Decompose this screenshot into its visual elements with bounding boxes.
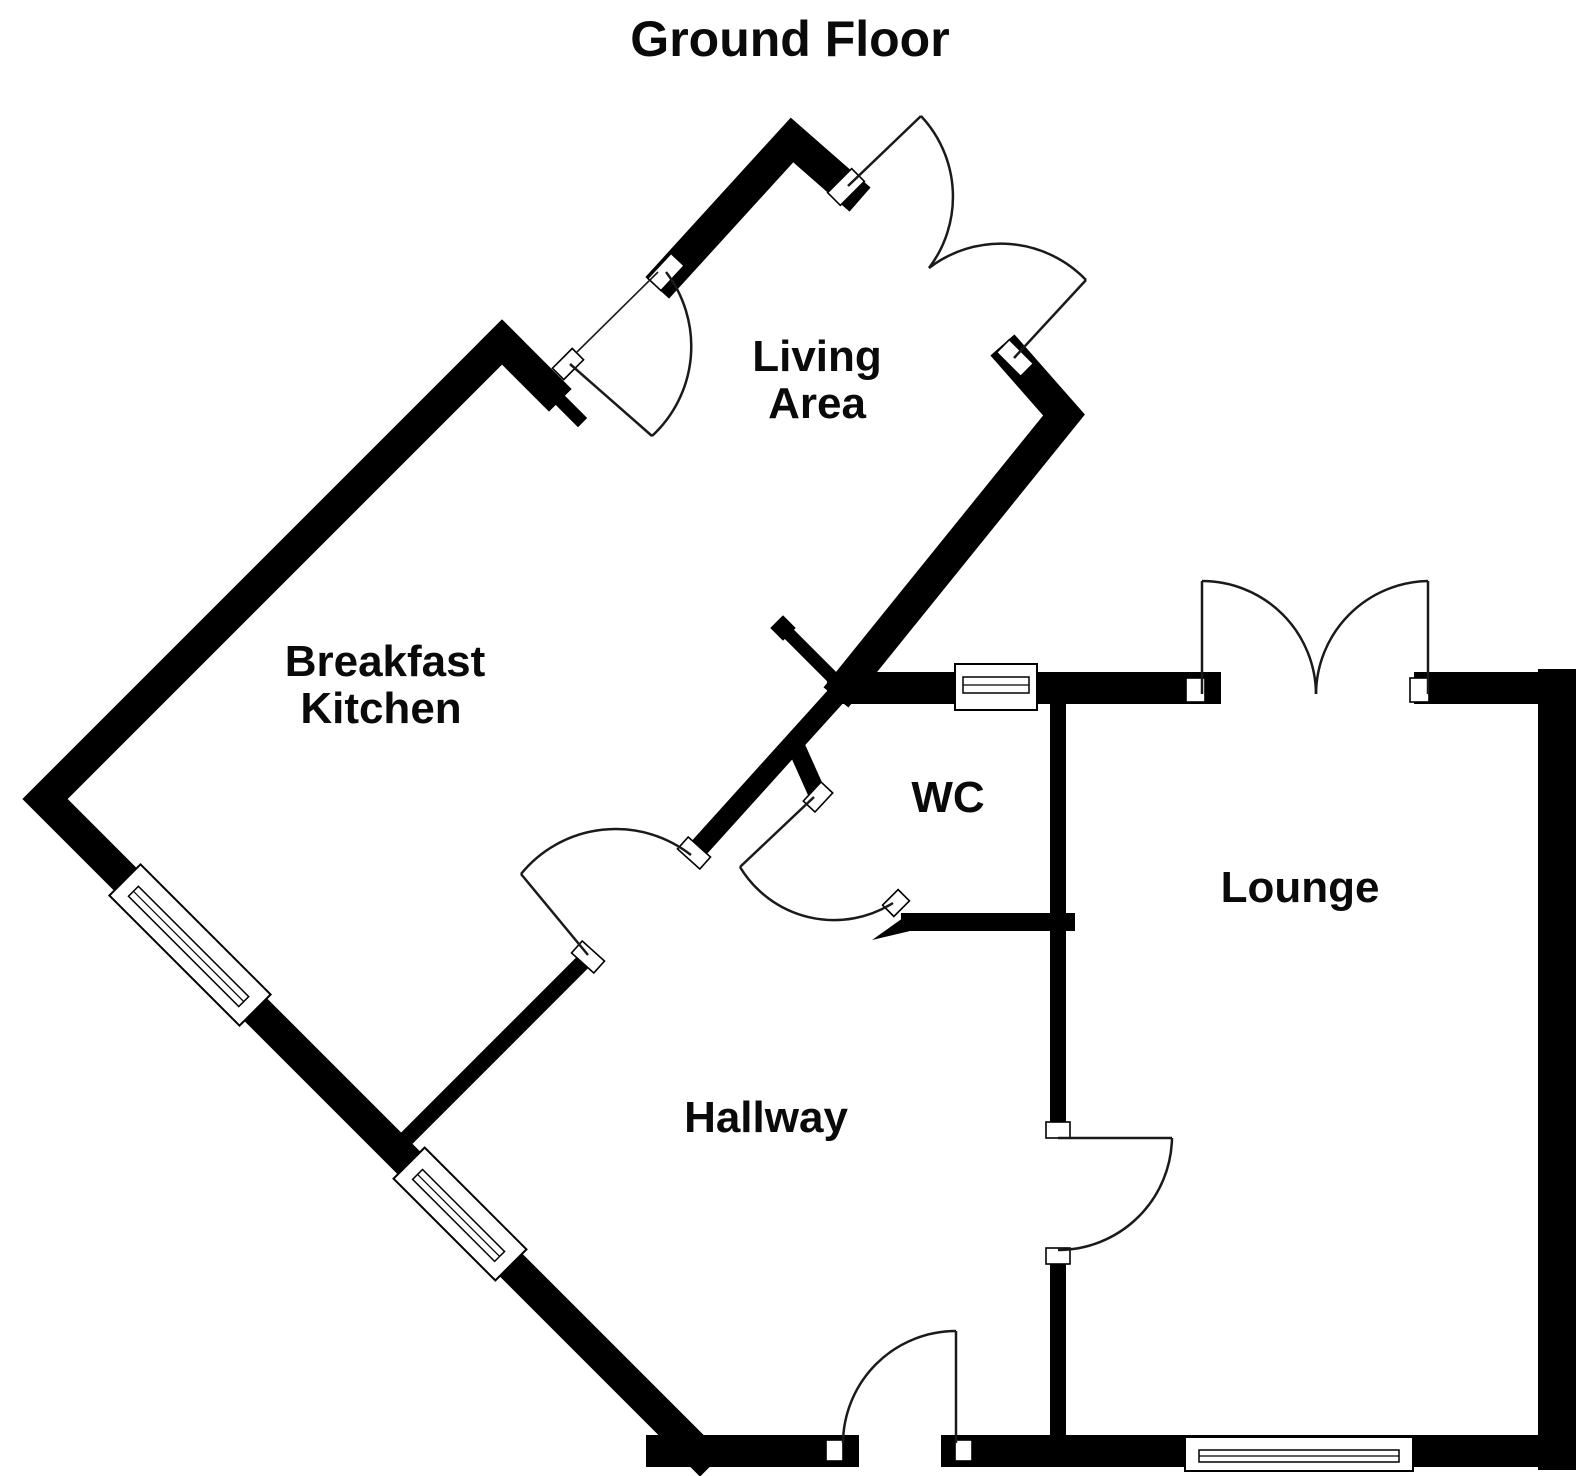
jamb-lounge-french-left (1185, 677, 1206, 703)
front-door (841, 1329, 958, 1444)
kitchen-hallway-door (520, 827, 692, 956)
jamb-wc-bottom (881, 888, 911, 918)
jamb-kitchen-arm (551, 347, 585, 381)
jamb-lounge-door-upper (1045, 1121, 1071, 1139)
lounge-hallway-door (1057, 1136, 1174, 1252)
wall-kitchen-hall-upper (682, 670, 861, 865)
plan-title: Ground Floor (630, 11, 949, 67)
lounge-window (1184, 1436, 1414, 1472)
room-label-hallway: Hallway (684, 1093, 848, 1142)
wall-kitchen-spine-stub (539, 379, 588, 428)
lounge-double-door (1200, 579, 1430, 695)
windows (107, 663, 1414, 1472)
room-label-living-area-line-2: Area (768, 379, 866, 428)
kitchen-living-door (569, 271, 693, 437)
kitchen-window-upper (107, 862, 273, 1028)
room-label-breakfast-kitchen-line-1: Breakfast (285, 637, 486, 686)
wall-kitchen-hall-lower (383, 947, 598, 1162)
wall-wc-stub (783, 732, 828, 803)
wall-spine-endcap (770, 615, 796, 641)
room-label-lounge: Lounge (1221, 863, 1380, 912)
jamb-lounge-french-right (1409, 677, 1430, 703)
room-label-living-area-line-1: Living (752, 332, 882, 381)
door-jambs (551, 167, 1430, 1462)
wc-window (954, 663, 1038, 711)
jamb-hall-door-upper (676, 835, 712, 871)
jamb-front-door-right (954, 1439, 973, 1462)
room-label-wc: WC (911, 773, 984, 822)
wall-wc-bottom-point (872, 913, 910, 940)
doors (520, 115, 1430, 1444)
wall-living-top-chevron (645, 117, 871, 299)
wc-door (738, 796, 894, 922)
room-label-breakfast-kitchen-line-2: Kitchen (300, 684, 461, 733)
wall-living-east (823, 334, 1085, 708)
jamb-hall-door-lower (570, 939, 606, 975)
wall-kitchen-ne-arm (479, 319, 572, 412)
living-double-door (847, 115, 1087, 359)
jamb-lounge-door-lower (1045, 1247, 1071, 1265)
kitchen-window-lower (392, 1146, 528, 1282)
jamb-front-door-left (825, 1439, 844, 1462)
labels: Ground Floor Living Area Breakfast Kitch… (285, 11, 1380, 1142)
jamb-wc-stub (802, 780, 834, 814)
